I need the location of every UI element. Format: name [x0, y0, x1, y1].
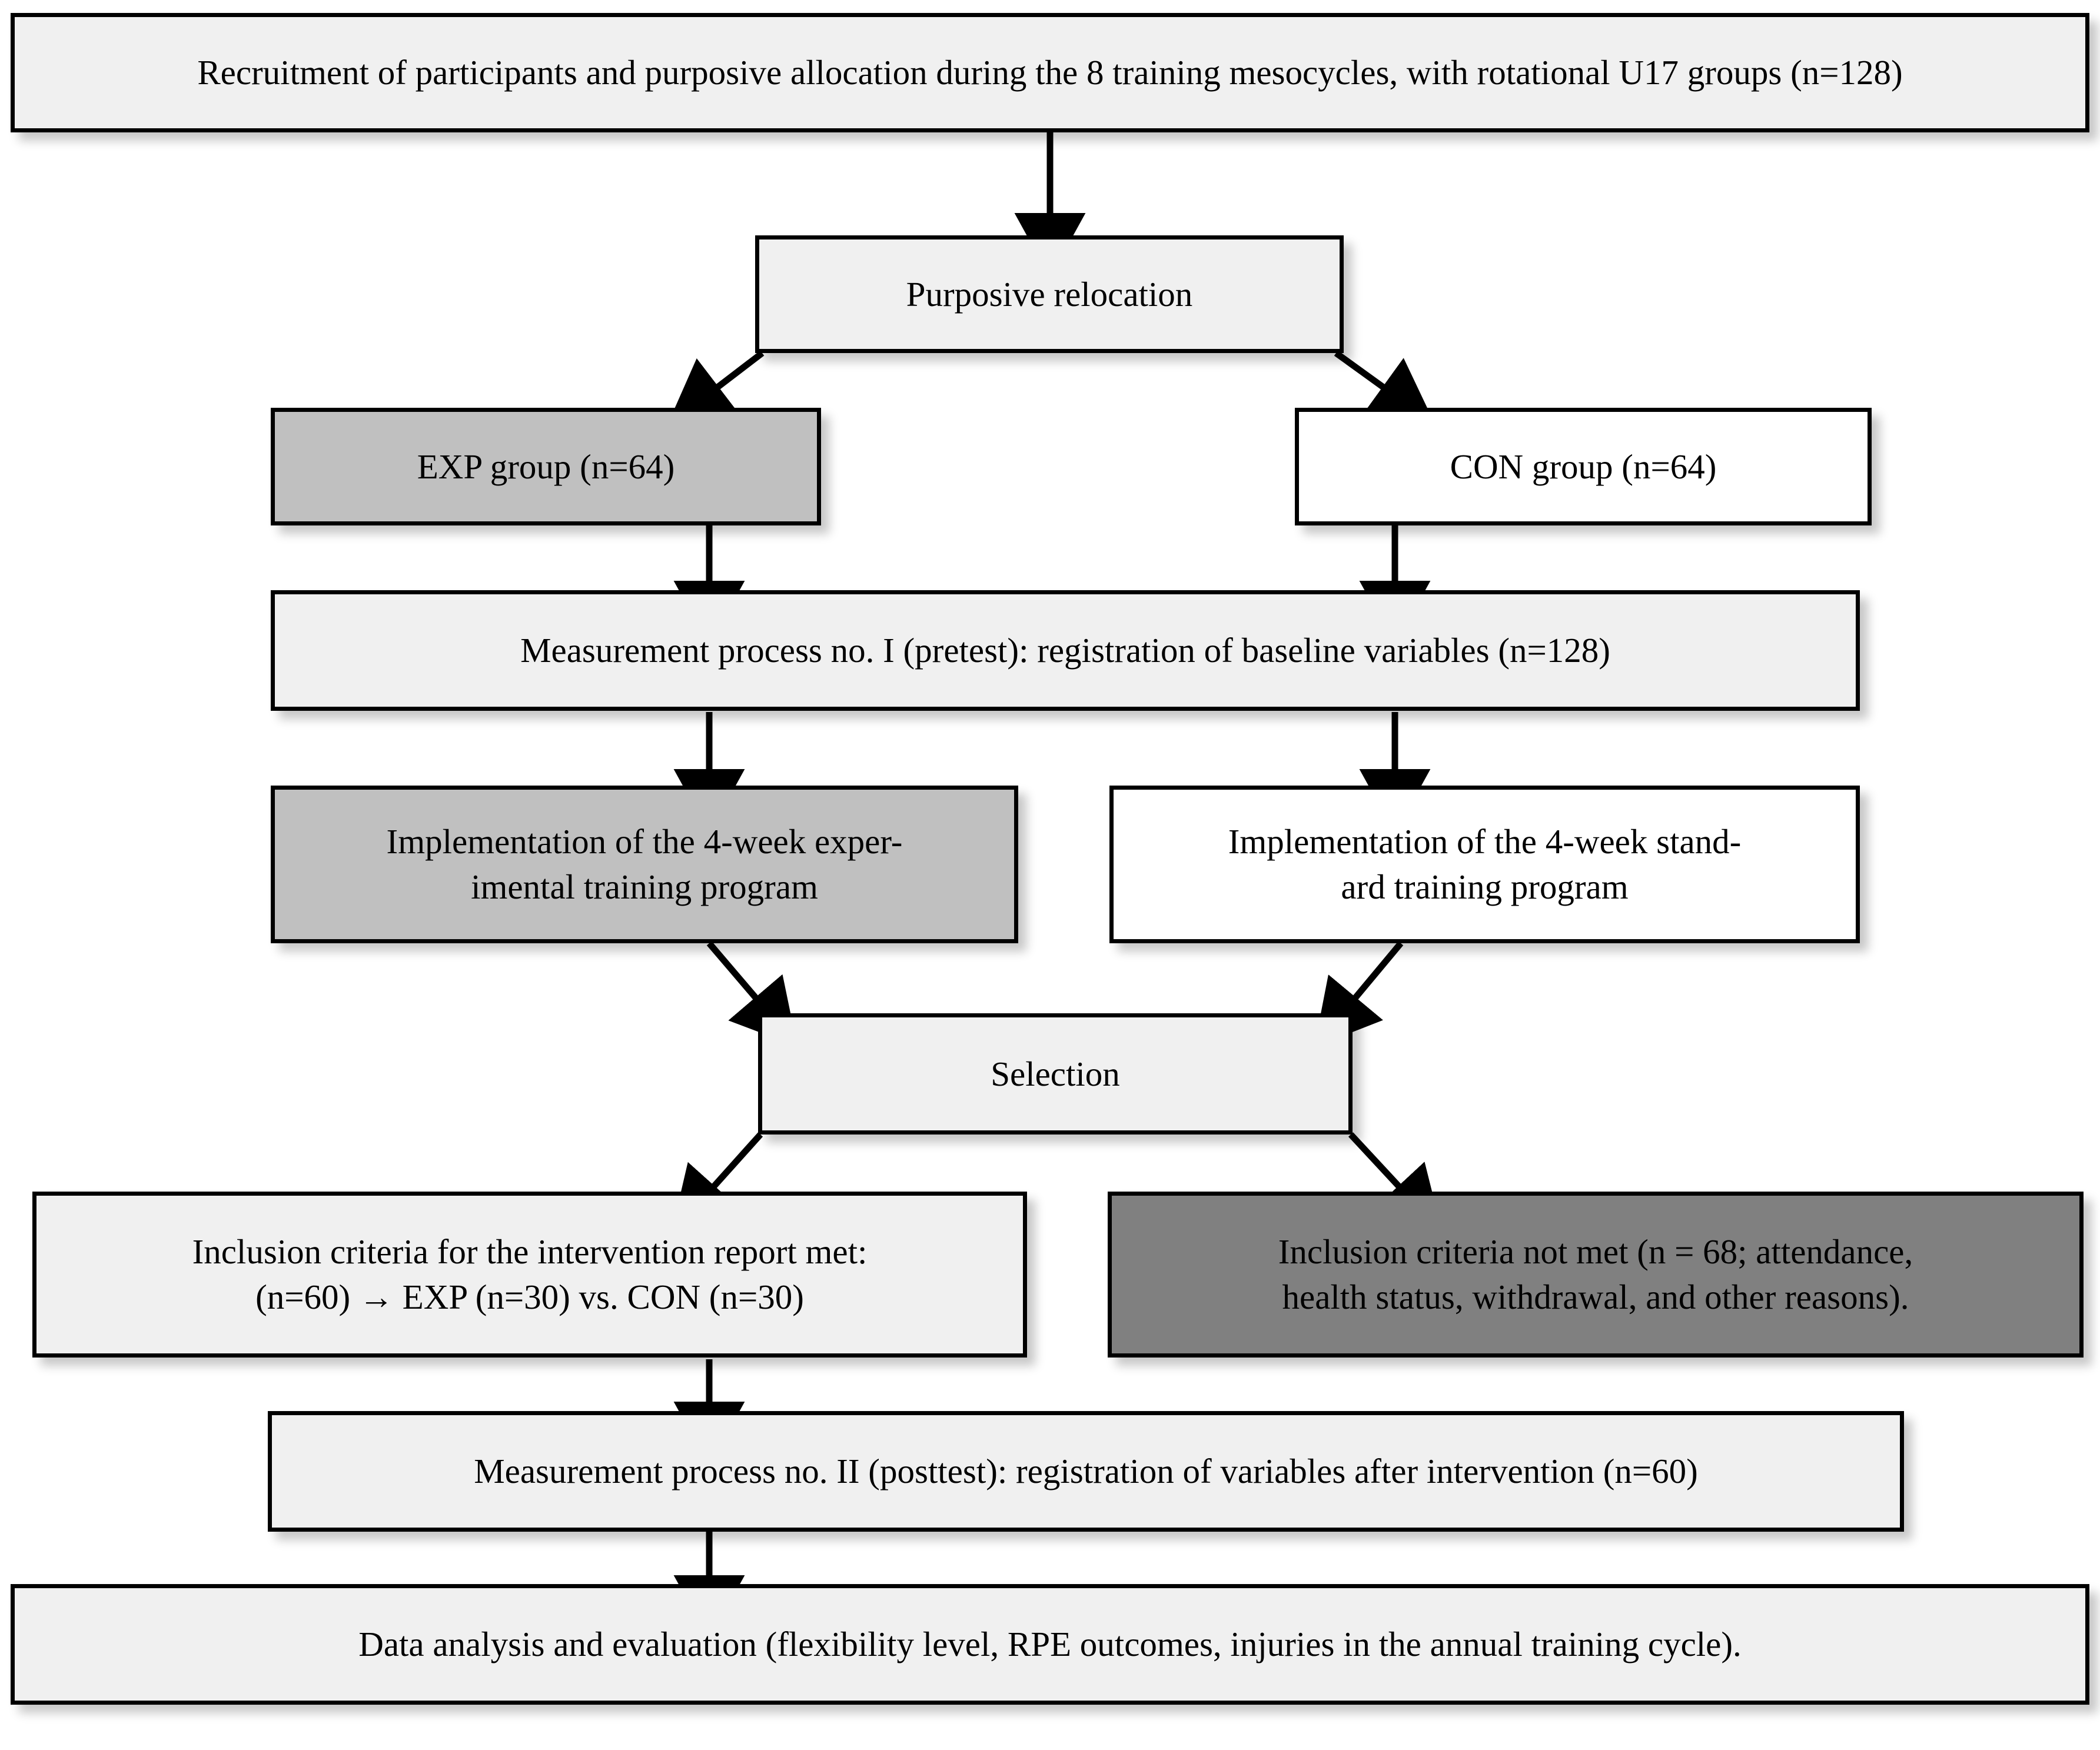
node-selection-label: Selection: [991, 1054, 1120, 1093]
node-inclusion-met-line-1: Inclusion criteria for the intervention …: [192, 1232, 868, 1272]
node-inclusion-not-met-label: Inclusion criteria not met (n = 68; atte…: [1127, 1229, 2064, 1319]
node-measurement-posttest-label: Measurement process no. II (posttest): r…: [474, 1452, 1698, 1491]
node-inclusion-met[interactable]: Inclusion criteria for the intervention …: [32, 1192, 1027, 1358]
edge-relocation-to-con: [1334, 350, 1436, 425]
edge-selection-to-inclusion-met: [671, 1132, 763, 1235]
node-exp-group[interactable]: EXP group (n=64): [271, 408, 821, 525]
node-measurement-pretest[interactable]: Measurement process no. I (pretest): reg…: [271, 590, 1860, 711]
node-selection[interactable]: Selection: [758, 1013, 1353, 1134]
node-exp-program-label: Implementation of the 4-week exper- imen…: [290, 819, 999, 909]
node-data-analysis-label: Data analysis and evaluation (flexibilit…: [358, 1625, 1742, 1664]
node-inclusion-met-line-2: (n=60) → EXP (n=30) vs. CON (n=30): [255, 1277, 804, 1316]
node-measurement-pretest-label: Measurement process no. I (pretest): reg…: [520, 631, 1610, 670]
node-recruitment-label: Recruitment of participants and purposiv…: [197, 53, 1903, 92]
node-data-analysis[interactable]: Data analysis and evaluation (flexibilit…: [11, 1584, 2089, 1705]
node-con-program-line-2: ard training program: [1341, 867, 1629, 906]
node-purposive-relocation[interactable]: Purposive relocation: [755, 235, 1344, 353]
node-con-group[interactable]: CON group (n=64): [1295, 408, 1872, 525]
node-con-program[interactable]: Implementation of the 4-week stand- ard …: [1109, 786, 1860, 943]
node-exp-group-label: EXP group (n=64): [417, 447, 675, 486]
node-inclusion-not-met-line-2: health status, withdrawal, and other rea…: [1282, 1277, 1909, 1316]
edge-exp-program-to-selection: [706, 941, 798, 1047]
edge-selection-to-inclusion-not-met: [1348, 1132, 1443, 1233]
node-con-group-label: CON group (n=64): [1450, 447, 1717, 486]
node-measurement-posttest[interactable]: Measurement process no. II (posttest): r…: [268, 1411, 1904, 1532]
node-purposive-relocation-label: Purposive relocation: [906, 274, 1193, 314]
node-exp-program[interactable]: Implementation of the 4-week exper- imen…: [271, 786, 1018, 943]
node-inclusion-met-label: Inclusion criteria for the intervention …: [52, 1229, 1008, 1319]
node-recruitment[interactable]: Recruitment of participants and purposiv…: [11, 13, 2089, 132]
edge-relocation-to-exp: [667, 350, 765, 426]
node-exp-program-line-1: Implementation of the 4-week exper-: [386, 822, 903, 861]
node-inclusion-not-met-line-1: Inclusion criteria not met (n = 68; atte…: [1278, 1232, 1913, 1272]
node-exp-program-line-2: imental training program: [471, 867, 818, 906]
edge-con-program-to-selection: [1314, 941, 1404, 1047]
node-inclusion-not-met[interactable]: Inclusion criteria not met (n = 68; atte…: [1108, 1192, 2084, 1358]
node-con-program-line-1: Implementation of the 4-week stand-: [1228, 822, 1742, 861]
node-con-program-label: Implementation of the 4-week stand- ard …: [1129, 819, 1840, 909]
